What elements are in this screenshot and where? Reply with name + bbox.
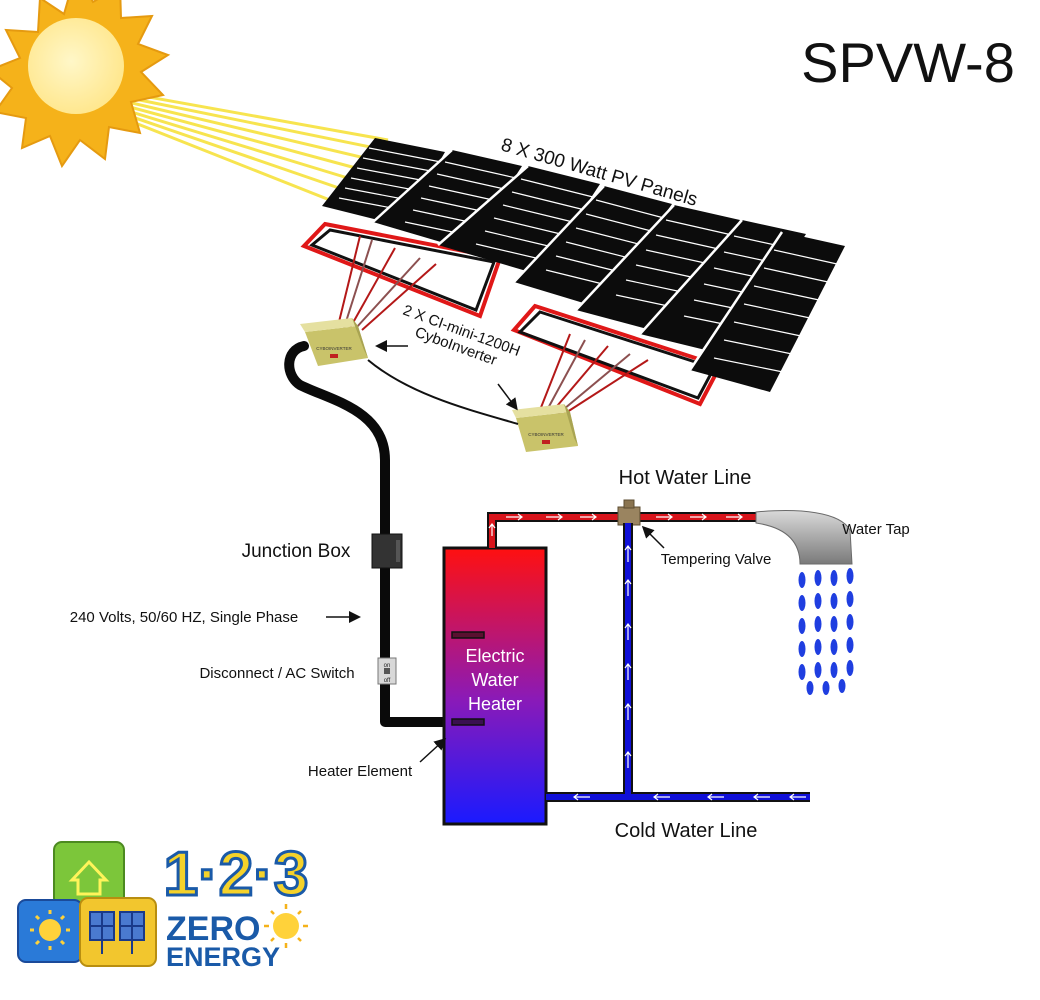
logo-word-energy: ENERGY [166,942,280,972]
panel-to-inverter-wiring [337,235,649,415]
sun-icon [30,910,70,950]
microinverter-2: CYBOINVERTER [512,404,578,452]
water-drops [798,568,854,695]
inverter-logo [330,354,338,358]
panel-frames-inner [309,228,717,400]
logo-green-block [53,841,125,907]
water-tap-label: Water Tap [842,521,910,538]
heater-element-lower [451,718,485,726]
heater-element-label: Heater Element [308,763,413,780]
inverter-link-cable [367,359,519,425]
tempering-valve-label: Tempering Valve [661,551,772,568]
switch-on-text: on [384,663,391,669]
inverter-brand-text: CYBOINVERTER [316,346,352,351]
junction-box [371,533,403,569]
heater-element-pointer-arrow [419,737,447,763]
tempering-valve [617,499,641,526]
ac-cable [284,341,457,727]
heater-label-line3: Heater [468,694,522,714]
disconnect-switch: on off [377,657,397,685]
sun-core [28,18,124,114]
heater-label-line2: Water [471,670,518,690]
cold-water-label: Cold Water Line [615,820,758,842]
switch-off-text: off [384,678,391,684]
water-tap-icon [755,510,853,565]
pv-panel [690,232,845,392]
logo-sun-icon [264,904,308,948]
heater-label-line1: Electric [465,646,524,666]
panel-frames [300,221,723,407]
voltage-label: 240 Volts, 50/60 HZ, Single Phase [70,609,298,626]
tempering-valve-pointer-arrow [641,525,665,549]
inverter-brand-text: CYBOINVERTER [528,432,564,437]
hot-water-label: Hot Water Line [619,467,752,489]
water-heater-tank: Electric Water Heater [442,546,548,826]
pv-panel-array [300,138,845,407]
zero-energy-logo: 1·2·3 ZERO ENERGY [17,839,310,972]
sun-icon [0,0,389,214]
inverter-pointer-arrow [497,383,518,411]
cold-water-pipe [546,523,810,802]
solar-panel-icon [89,911,145,954]
disconnect-label: Disconnect / AC Switch [199,665,354,682]
house-icon [68,859,110,896]
junction-box-label: Junction Box [242,541,351,562]
logo-number: 1·2·3 [164,840,309,909]
microinverter-1: CYBOINVERTER [300,318,368,366]
hot-water-pipe [487,512,760,548]
logo-word-zero: ZERO [166,910,260,948]
heater-element-upper [451,631,485,639]
diagram-title: SPVW-8 [801,31,1015,94]
inverter-logo [542,440,550,444]
sun-rays [114,89,389,214]
